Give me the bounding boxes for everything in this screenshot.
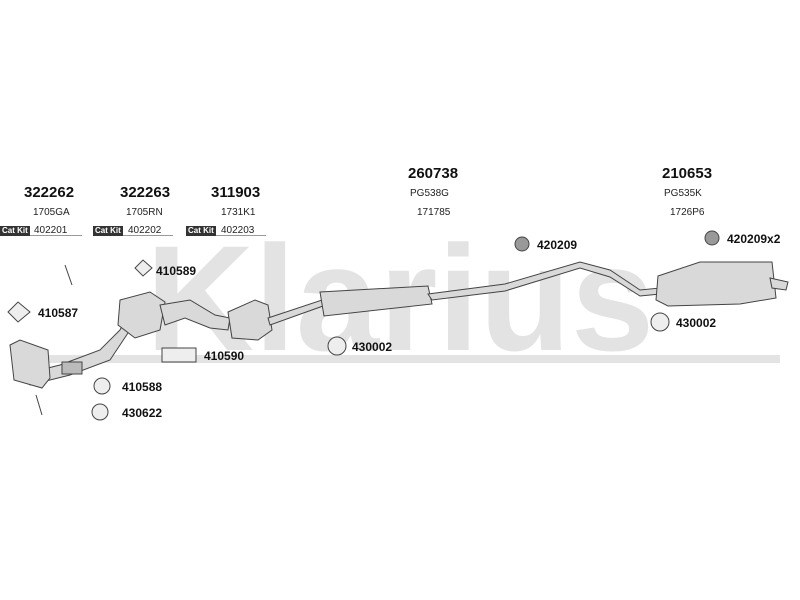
- clamp-430622-icon: [91, 403, 109, 421]
- part-label-420209x2: 420209x2: [727, 232, 781, 246]
- manifold-cat-1: [117, 291, 166, 339]
- section-ref-5: PG535K: [664, 188, 702, 199]
- part-label-430002b: 430002: [676, 316, 717, 330]
- tail-pipe: [769, 277, 789, 291]
- part-label-420209: 420209: [537, 238, 578, 252]
- section-ref-3: 1731K1: [221, 207, 256, 218]
- part-label-410588: 410588: [122, 380, 163, 394]
- pre-catalyst: [9, 339, 51, 389]
- gasket-410590-icon: [161, 347, 197, 363]
- middle-silencer: [319, 285, 433, 317]
- ring-410588-icon: [93, 377, 111, 395]
- catkit-line-1: [0, 225, 82, 236]
- catkit-code-2: 402202: [128, 225, 162, 236]
- catkit-badge-1: Cat Kit: [0, 226, 30, 236]
- section-ref2-5: 1726P6: [670, 207, 705, 218]
- clamp-430002a-icon: [327, 336, 347, 356]
- part-label-430622: 430622: [122, 406, 163, 420]
- rear-silencer: [655, 261, 777, 307]
- flexi-section: [61, 361, 83, 375]
- part-label-430002a: 430002: [352, 340, 393, 354]
- cat-connector: [159, 299, 231, 331]
- clamp-430002b-icon: [650, 312, 670, 332]
- lambda-sensor-2: [35, 394, 43, 416]
- part-label-410587: 410587: [38, 306, 79, 320]
- catkit-line-2: [93, 225, 173, 236]
- section-code-4: 260738: [408, 165, 459, 182]
- gasket-410589-icon: [134, 259, 153, 277]
- section-ref-2: 1705RN: [126, 207, 163, 218]
- watermark-underline: [20, 355, 780, 363]
- part-label-410590: 410590: [204, 349, 245, 363]
- lambda-sensor-1: [64, 264, 73, 286]
- part-label-410589: 410589: [156, 264, 197, 278]
- gasket-410587-icon: [7, 301, 31, 323]
- section-code-1: 322262: [24, 184, 75, 201]
- section-code-5: 210653: [662, 165, 713, 182]
- section-ref2-4: 171785: [417, 207, 451, 218]
- catkit-badge-2: Cat Kit: [93, 226, 123, 236]
- section-ref-4: PG538G: [410, 188, 449, 199]
- section-ref-1: 1705GA: [33, 207, 70, 218]
- catkit-badge-3: Cat Kit: [186, 226, 216, 236]
- catkit-code-1: 402201: [34, 225, 68, 236]
- section-code-2: 322263: [120, 184, 171, 201]
- main-catalyst: [227, 299, 273, 341]
- catkit-code-3: 402203: [221, 225, 255, 236]
- catkit-line-3: [186, 225, 266, 236]
- rubber-420209x2-icon: [704, 230, 720, 246]
- section-code-3: 311903: [211, 184, 261, 201]
- rubber-420209-icon: [514, 236, 530, 252]
